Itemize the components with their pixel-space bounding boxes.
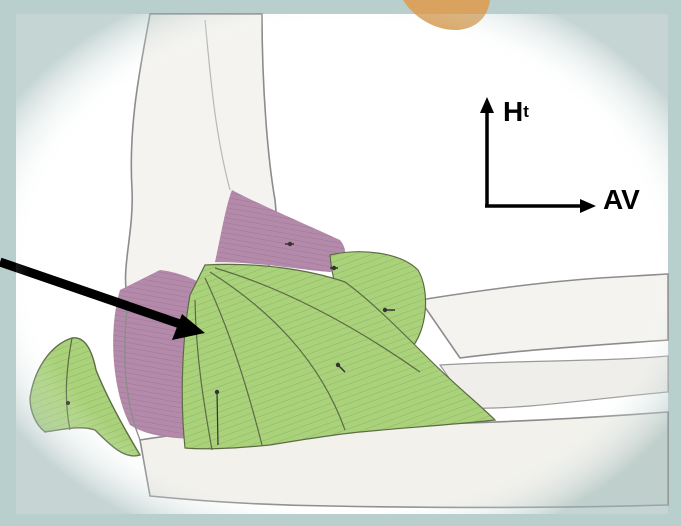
vertical-axis-label-main: H xyxy=(503,96,523,127)
vertical-axis-label-superscript: t xyxy=(523,102,529,121)
horizontal-axis-label: AV xyxy=(603,186,640,214)
vertical-axis-label: Ht xyxy=(503,98,529,126)
